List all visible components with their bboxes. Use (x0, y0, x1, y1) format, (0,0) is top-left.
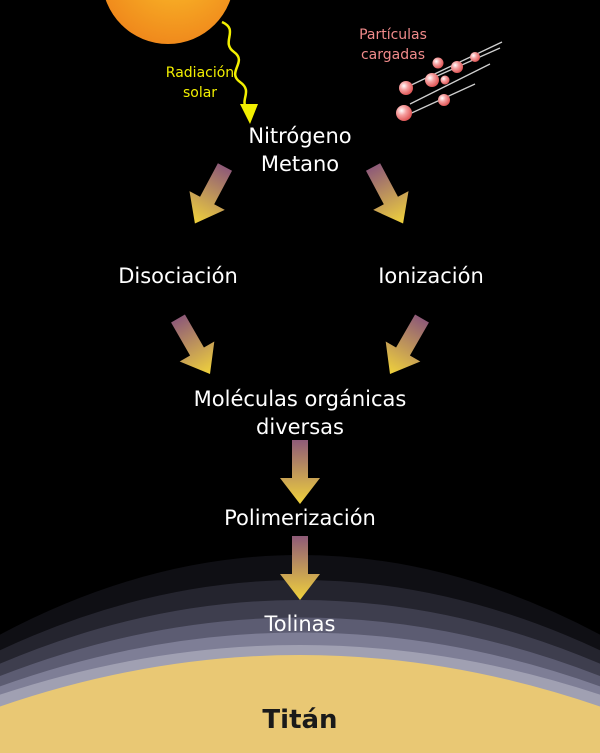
tholins-label: Tolinas (264, 612, 336, 636)
titan-label: Titán (262, 705, 338, 735)
organic-molecules-label-line2: diversas (256, 415, 344, 439)
titan-surface (0, 655, 600, 753)
charged-particles-label-line2: cargadas (360, 47, 425, 63)
flow-arrow-icon (280, 440, 320, 504)
solar-radiation-label-line2: solar (182, 85, 218, 101)
ionization-label: Ionización (378, 264, 484, 288)
solar-radiation-wave-icon (221, 20, 258, 124)
nitrogen-label: Nitrógeno (248, 124, 352, 148)
solar-radiation-label-line1: Radiación (165, 65, 235, 81)
flow-arrow-icon (372, 308, 440, 384)
sun-icon (105, 0, 231, 44)
solar-radiation-label: Radiación solar (150, 63, 250, 103)
methane-label: Metano (260, 152, 340, 176)
charged-particles-label-line1: Partículas (359, 27, 427, 43)
charged-particles-label: Partículas cargadas (343, 25, 443, 65)
dissociation-label: Disociación (118, 264, 238, 288)
charged-particles-icon (396, 41, 503, 121)
polymerization-label: Polimerización (224, 506, 376, 530)
inputs-label: Nitrógeno Metano (200, 122, 400, 178)
flow-arrow-icon (160, 308, 228, 384)
organic-molecules-label: Moléculas orgánicas diversas (150, 385, 450, 441)
organic-molecules-label-line1: Moléculas orgánicas (193, 387, 407, 411)
